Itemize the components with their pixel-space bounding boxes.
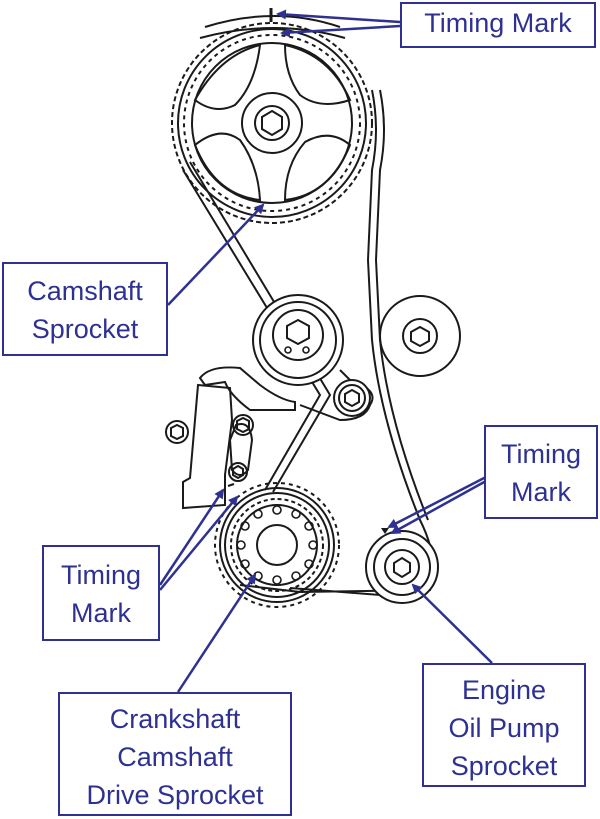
label-camshaft-sprocket: Camshaft Sprocket — [2, 262, 168, 356]
camshaft-sprocket — [171, 22, 373, 224]
label-timing-mark-top: Timing Mark — [400, 2, 596, 48]
idler-pulley — [379, 295, 461, 377]
label-line: Timing Mark — [424, 8, 572, 38]
label-line: Drive Sprocket — [86, 780, 264, 810]
label-oil-pump-sprocket: Engine Oil Pump Sprocket — [422, 663, 586, 787]
label-line: Sprocket — [450, 751, 558, 781]
tensioner-bracket — [165, 366, 296, 510]
label-line: Oil Pump — [448, 713, 560, 743]
small-idler — [299, 369, 374, 422]
label-line: Camshaft — [117, 742, 233, 772]
crankshaft-sprocket — [214, 482, 340, 608]
label-line: Crankshaft — [109, 704, 241, 734]
label-line: Mark — [71, 598, 131, 628]
leader-arrows — [158, 9, 493, 693]
label-line: Mark — [511, 477, 571, 507]
label-line: Sprocket — [31, 314, 139, 344]
label-line: Camshaft — [27, 276, 143, 306]
label-timing-mark-left: Timing Mark — [42, 545, 160, 641]
cam-timing-mark-arcs — [199, 8, 346, 39]
tensioner-pulley — [252, 294, 344, 386]
label-crankshaft-sprocket: Crankshaft Camshaft Drive Sprocket — [58, 692, 292, 816]
label-timing-mark-right: Timing Mark — [484, 425, 598, 519]
label-line: Timing — [500, 439, 581, 469]
label-line: Timing — [60, 560, 141, 590]
label-line: Engine — [461, 675, 547, 705]
